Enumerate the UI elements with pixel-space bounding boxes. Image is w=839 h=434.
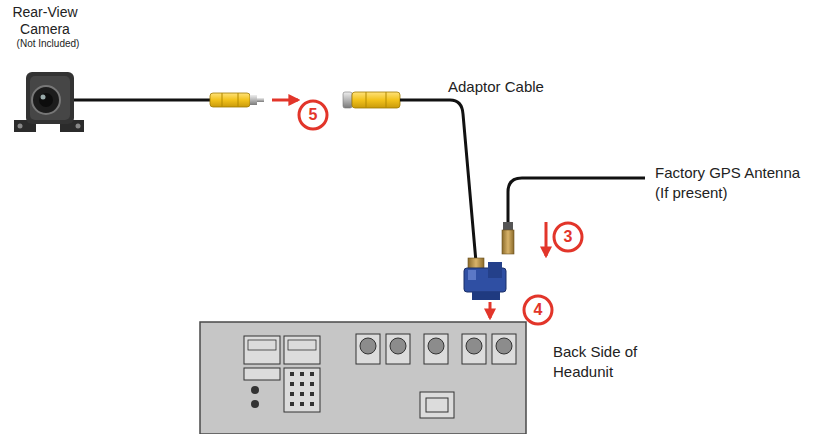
- port: [424, 334, 448, 364]
- rca-plug-male: [210, 93, 264, 107]
- pin: [300, 402, 304, 406]
- port: [492, 334, 516, 364]
- pin: [290, 392, 294, 396]
- callout-number: 3: [558, 227, 578, 246]
- pin: [290, 382, 294, 386]
- pin: [290, 372, 294, 376]
- pin: [300, 382, 304, 386]
- port-hole: [360, 338, 376, 354]
- pin: [300, 372, 304, 376]
- headunit: [200, 322, 526, 434]
- callout-number: 4: [528, 300, 548, 319]
- adapter-connector: [464, 258, 506, 300]
- pin: [310, 372, 314, 376]
- part-label: (If present): [655, 184, 728, 202]
- part-label: (Not Included): [3, 38, 93, 50]
- port-hole: [428, 338, 444, 354]
- pin: [310, 392, 314, 396]
- port: [462, 334, 486, 364]
- port: [356, 334, 380, 364]
- pin: [310, 402, 314, 406]
- part-label: Rear-View Camera: [3, 4, 87, 38]
- camera: [14, 72, 84, 132]
- port: [386, 334, 410, 364]
- port-hole: [496, 338, 512, 354]
- gps-plug: [502, 222, 514, 254]
- port-hole: [466, 338, 482, 354]
- node-label: Back Side of Headunit: [553, 342, 663, 381]
- rca-plug-female: [343, 92, 400, 108]
- pin: [300, 392, 304, 396]
- part-label: Factory GPS Antenna: [655, 164, 800, 182]
- headunit-box: Back Side of Headunit: [200, 322, 526, 434]
- part-label: Adaptor Cable: [448, 78, 544, 96]
- pin: [310, 382, 314, 386]
- port-hole: [390, 338, 406, 354]
- pin: [290, 402, 294, 406]
- callout-number: 5: [303, 105, 323, 124]
